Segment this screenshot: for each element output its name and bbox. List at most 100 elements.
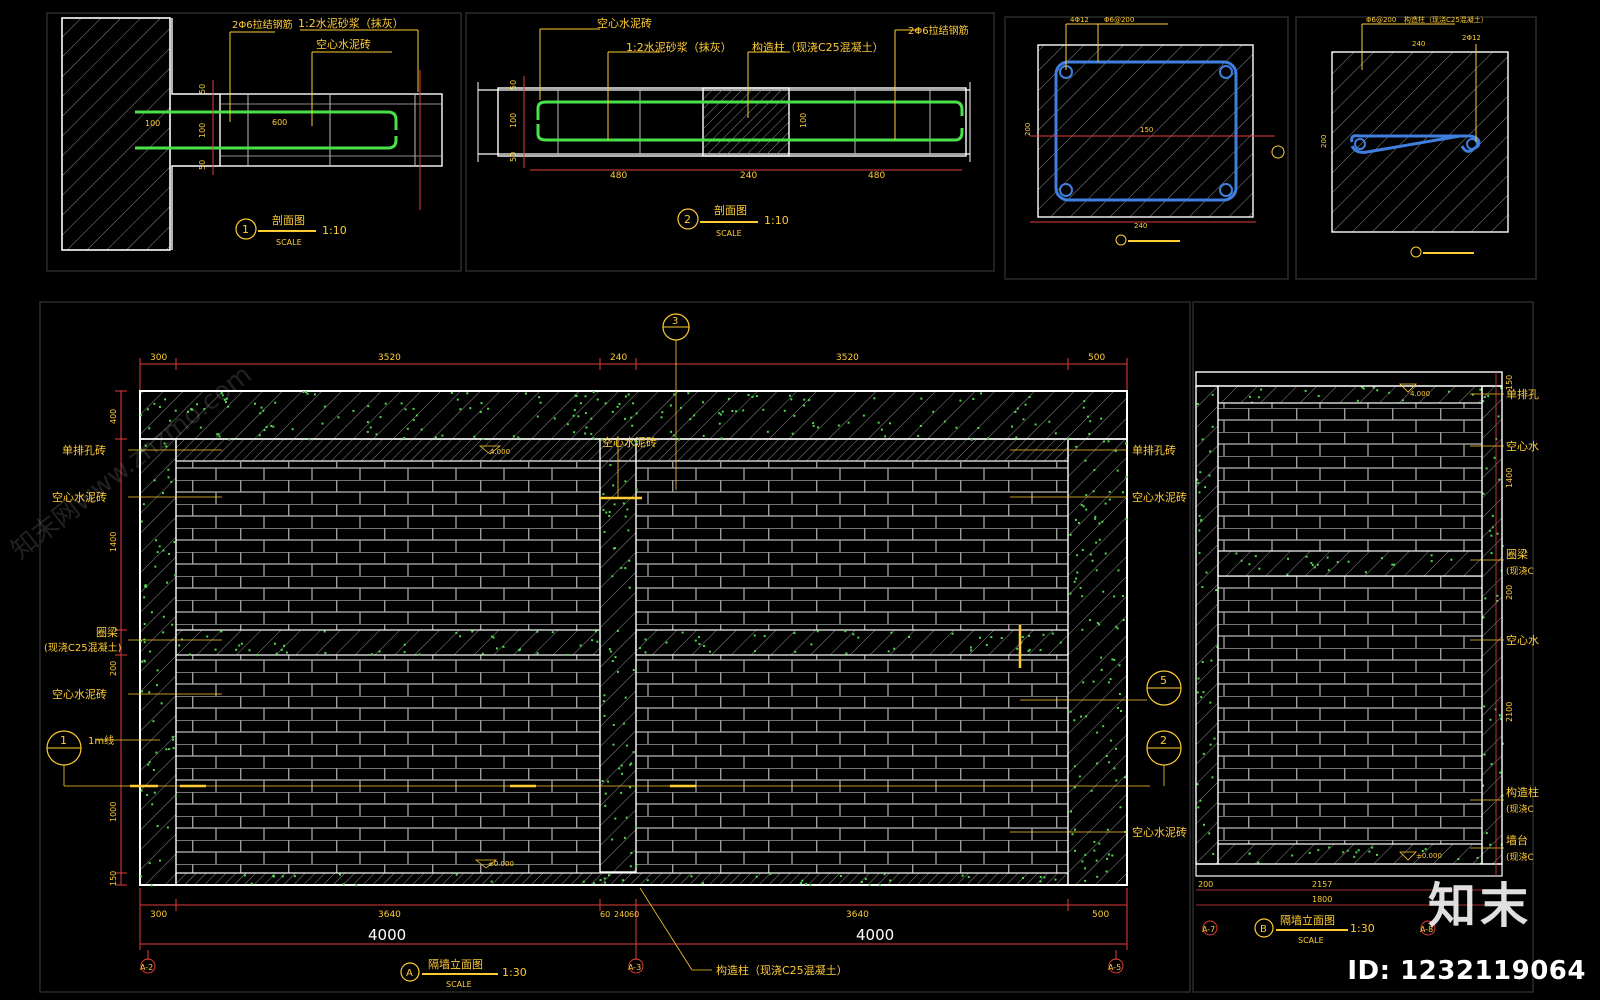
brick-field-a4 [636, 655, 1068, 873]
rebar-corner-2 [1219, 65, 1233, 79]
elevation-a-outline [139, 390, 1128, 886]
elevation-b-tag: B [1260, 924, 1267, 935]
label-plaster-s2: 1:2水泥砂浆（抹灰） [626, 40, 732, 54]
side-dim-bot-2: 1800 [1312, 895, 1332, 904]
brick-field-a1 [176, 462, 600, 630]
callout-left-1: 单排孔砖 [62, 443, 106, 457]
brand-logo: 知末 [1427, 878, 1532, 934]
label-s4-column: 构造柱（现浇C25混凝土） [1404, 15, 1488, 24]
label-column-s2: 构造柱（现浇C25混凝土） [752, 40, 884, 54]
dim-overall-1: 4000 [368, 926, 406, 944]
elev-mark-bottom: ±0.000 [488, 860, 514, 868]
label-plaster: 1:2水泥砂浆（抹灰） [298, 16, 404, 30]
callout-top-column: 空心水泥砖 [602, 435, 657, 449]
ring-beam-left [175, 629, 601, 656]
dim-s2-f: 240 [740, 171, 757, 181]
dim-bot-6: 3640 [846, 910, 869, 920]
label-s3-main-rebar: 4Φ12 [1070, 16, 1089, 24]
brick-field-a2 [636, 462, 1068, 630]
side-callout-1: 单排孔 [1506, 387, 1539, 401]
label-hollow-brick-s2: 空心水泥砖 [597, 16, 652, 30]
frame-section-2 [465, 12, 995, 272]
section-1-scale-label: SCALE [276, 238, 302, 247]
rebar-top [135, 110, 398, 130]
dim-s1-e: 600 [272, 118, 287, 127]
frame-section-1 [46, 12, 462, 272]
section-marker-1-label: 1 [60, 734, 67, 747]
callout-bottom-column: 构造柱（现浇C25混凝土） [716, 963, 848, 977]
side-callout-6: 构造柱 [1506, 785, 1539, 799]
frame-elevation-a [39, 301, 1191, 993]
section-1-tag-circle [235, 218, 257, 240]
elevation-b-scale: 1:30 [1350, 922, 1375, 935]
dim-top-2: 3520 [378, 353, 401, 363]
s4-tag-circle [1410, 246, 1422, 258]
frame-section-3 [1004, 16, 1289, 280]
hollow-brick-section [219, 93, 443, 167]
dim-bot-5: 60 [629, 910, 639, 919]
section-1-scale: 1:10 [322, 224, 347, 237]
side-dim-right-1: 150 [1505, 375, 1514, 390]
dim-s2-b: 100 [509, 113, 518, 128]
label-hollow-brick: 空心水泥砖 [316, 37, 371, 51]
section-marker-2-label: 2 [1160, 734, 1167, 747]
dim-left-4: 1000 [109, 802, 118, 822]
elevation-a-title: 隔墙立面图 [428, 957, 483, 971]
constructional-column-section [702, 87, 790, 157]
rebar-bottom [135, 136, 398, 150]
stirrup-loop [1054, 60, 1238, 202]
section-marker-3-label: 3 [672, 316, 678, 327]
elevation-b-tag-circle [1254, 918, 1274, 938]
callout-right-2: 空心水泥砖 [1132, 490, 1187, 504]
dim-left-2: 1400 [109, 532, 118, 552]
ring-beam-right [635, 629, 1069, 656]
top-beam [139, 390, 1128, 440]
dim-s3-width: 240 [1134, 222, 1147, 230]
dim-top-3: 240 [610, 353, 627, 363]
section-2-tag: 2 [684, 213, 691, 226]
grid-tag-a5: A-5 [1108, 963, 1121, 972]
callout-right-3: 空心水泥砖 [1132, 825, 1187, 839]
label-s3-stirrup: Φ6@200 [1104, 16, 1134, 24]
dim-s1-a: 50 [198, 84, 207, 94]
s3-tag-circle [1115, 234, 1127, 246]
dim-s2-c: 50 [509, 152, 518, 162]
section-3-drawing: 4Φ12 Φ6@200 240 200 150 [1024, 16, 1285, 246]
dim-top-1: 300 [150, 353, 167, 363]
label-s4-stirrup: Φ6@200 [1366, 16, 1396, 24]
side-callout-2: 空心水 [1506, 439, 1539, 453]
column-section-square [1037, 44, 1254, 218]
side-grid-tag-a8: A-8 [1420, 925, 1433, 934]
dim-s1-b: 100 [198, 123, 207, 138]
image-id-badge: ID: 1232119064 [1347, 956, 1586, 986]
callout-left-3: 圈梁 [96, 625, 118, 639]
elev-mark-top: 4.000 [490, 448, 510, 456]
bottom-sill [175, 872, 1069, 886]
section-2-tag-circle [677, 208, 699, 230]
section-2-drawing: 空心水泥砖 1:2水泥砂浆（抹灰） 构造柱（现浇C25混凝土） 2Φ6拉结钢筋 … [477, 16, 971, 238]
section-1-tag: 1 [242, 223, 249, 236]
side-callout-8: 墙台 [1506, 833, 1528, 847]
elevation-a-scale: 1:30 [502, 966, 527, 979]
frame-elevation-b [1192, 301, 1534, 993]
center-column [599, 438, 637, 873]
dim-s2-d: 100 [799, 113, 808, 128]
dim-left-1: 400 [109, 409, 118, 424]
elevation-a-drawing: 300 3520 240 3520 500 400 1400 200 1000 … [44, 313, 1504, 989]
dim-top-5: 500 [1088, 353, 1105, 363]
dim-bot-3: 60 [600, 910, 610, 919]
side-callout-5: 空心水 [1506, 633, 1539, 647]
dim-s2-g: 480 [868, 171, 885, 181]
side-callout-3: 圈梁 [1506, 547, 1528, 561]
side-right-column [1481, 385, 1503, 865]
section-1-drawing: 1:2水泥砂浆（抹灰） 2Φ6拉结钢筋 空心水泥砖 50 100 50 100 … [61, 16, 443, 251]
rebar-corner-3 [1059, 183, 1073, 197]
side-elev-mark-top: 4.000 [1410, 390, 1430, 398]
frame-section-4 [1295, 16, 1537, 280]
elevation-b-title: 隔墙立面图 [1280, 913, 1335, 927]
side-elev-mark-bottom: ±0.000 [1416, 852, 1442, 860]
dim-s4-width: 240 [1412, 40, 1425, 48]
side-callout-4: (现浇C [1506, 565, 1534, 577]
label-tie-rebar-s2: 2Φ6拉结钢筋 [908, 24, 969, 37]
